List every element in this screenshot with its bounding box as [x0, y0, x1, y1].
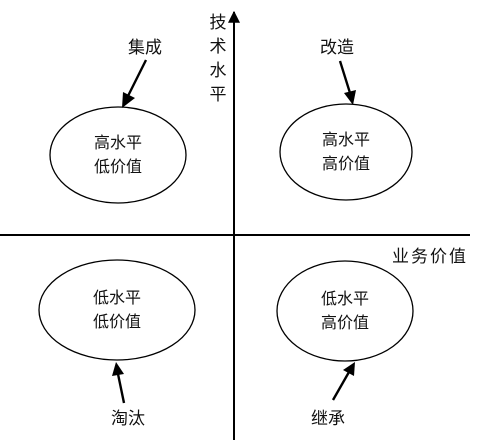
pointer-arrow [338, 60, 352, 94]
quadrant-label: 集成 [128, 38, 162, 58]
ellipse [276, 260, 414, 362]
ellipse [279, 103, 413, 201]
pointer-arrow [116, 373, 126, 404]
quadrant-top-left: 集成 高水平 低价值 [49, 38, 187, 204]
ellipse-line-2: 高价值 [322, 154, 370, 173]
pointer-arrow-head [112, 362, 124, 376]
y-axis-label: 技 术 水 平 [210, 13, 227, 105]
ellipse-line-1: 高水平 [322, 130, 370, 149]
quadrant-label: 改造 [320, 38, 354, 58]
y-axis-label-char: 技 [210, 13, 227, 33]
y-axis-label-char: 水 [210, 61, 227, 81]
quadrant-label: 淘汰 [111, 409, 145, 429]
quadrant-top-right: 改造 高水平 高价值 [279, 38, 413, 201]
quadrant-label: 继承 [311, 409, 345, 429]
ellipse-line-2: 低价值 [94, 157, 142, 176]
ellipse [49, 106, 187, 204]
quadrant-bottom-left: 低水平 低价值 淘汰 [38, 259, 196, 429]
pointer-arrow [126, 59, 148, 97]
ellipse-line-2: 高价值 [321, 313, 369, 332]
y-axis-label-char: 平 [210, 85, 227, 105]
quadrant-bottom-right: 低水平 高价值 继承 [276, 260, 414, 429]
ellipse [38, 259, 196, 361]
pointer-arrow [331, 371, 351, 401]
ellipse-line-1: 低水平 [321, 289, 369, 308]
pointer-arrow-head [122, 92, 135, 108]
ellipse-line-1: 低水平 [93, 288, 141, 307]
ellipse-line-1: 高水平 [94, 133, 142, 152]
y-axis-label-char: 术 [210, 37, 227, 57]
pointer-arrow-head [344, 90, 356, 105]
ellipse-line-2: 低价值 [93, 312, 141, 331]
x-axis-label: 业务价值 [392, 247, 468, 267]
pointer-arrow-head [343, 362, 355, 376]
